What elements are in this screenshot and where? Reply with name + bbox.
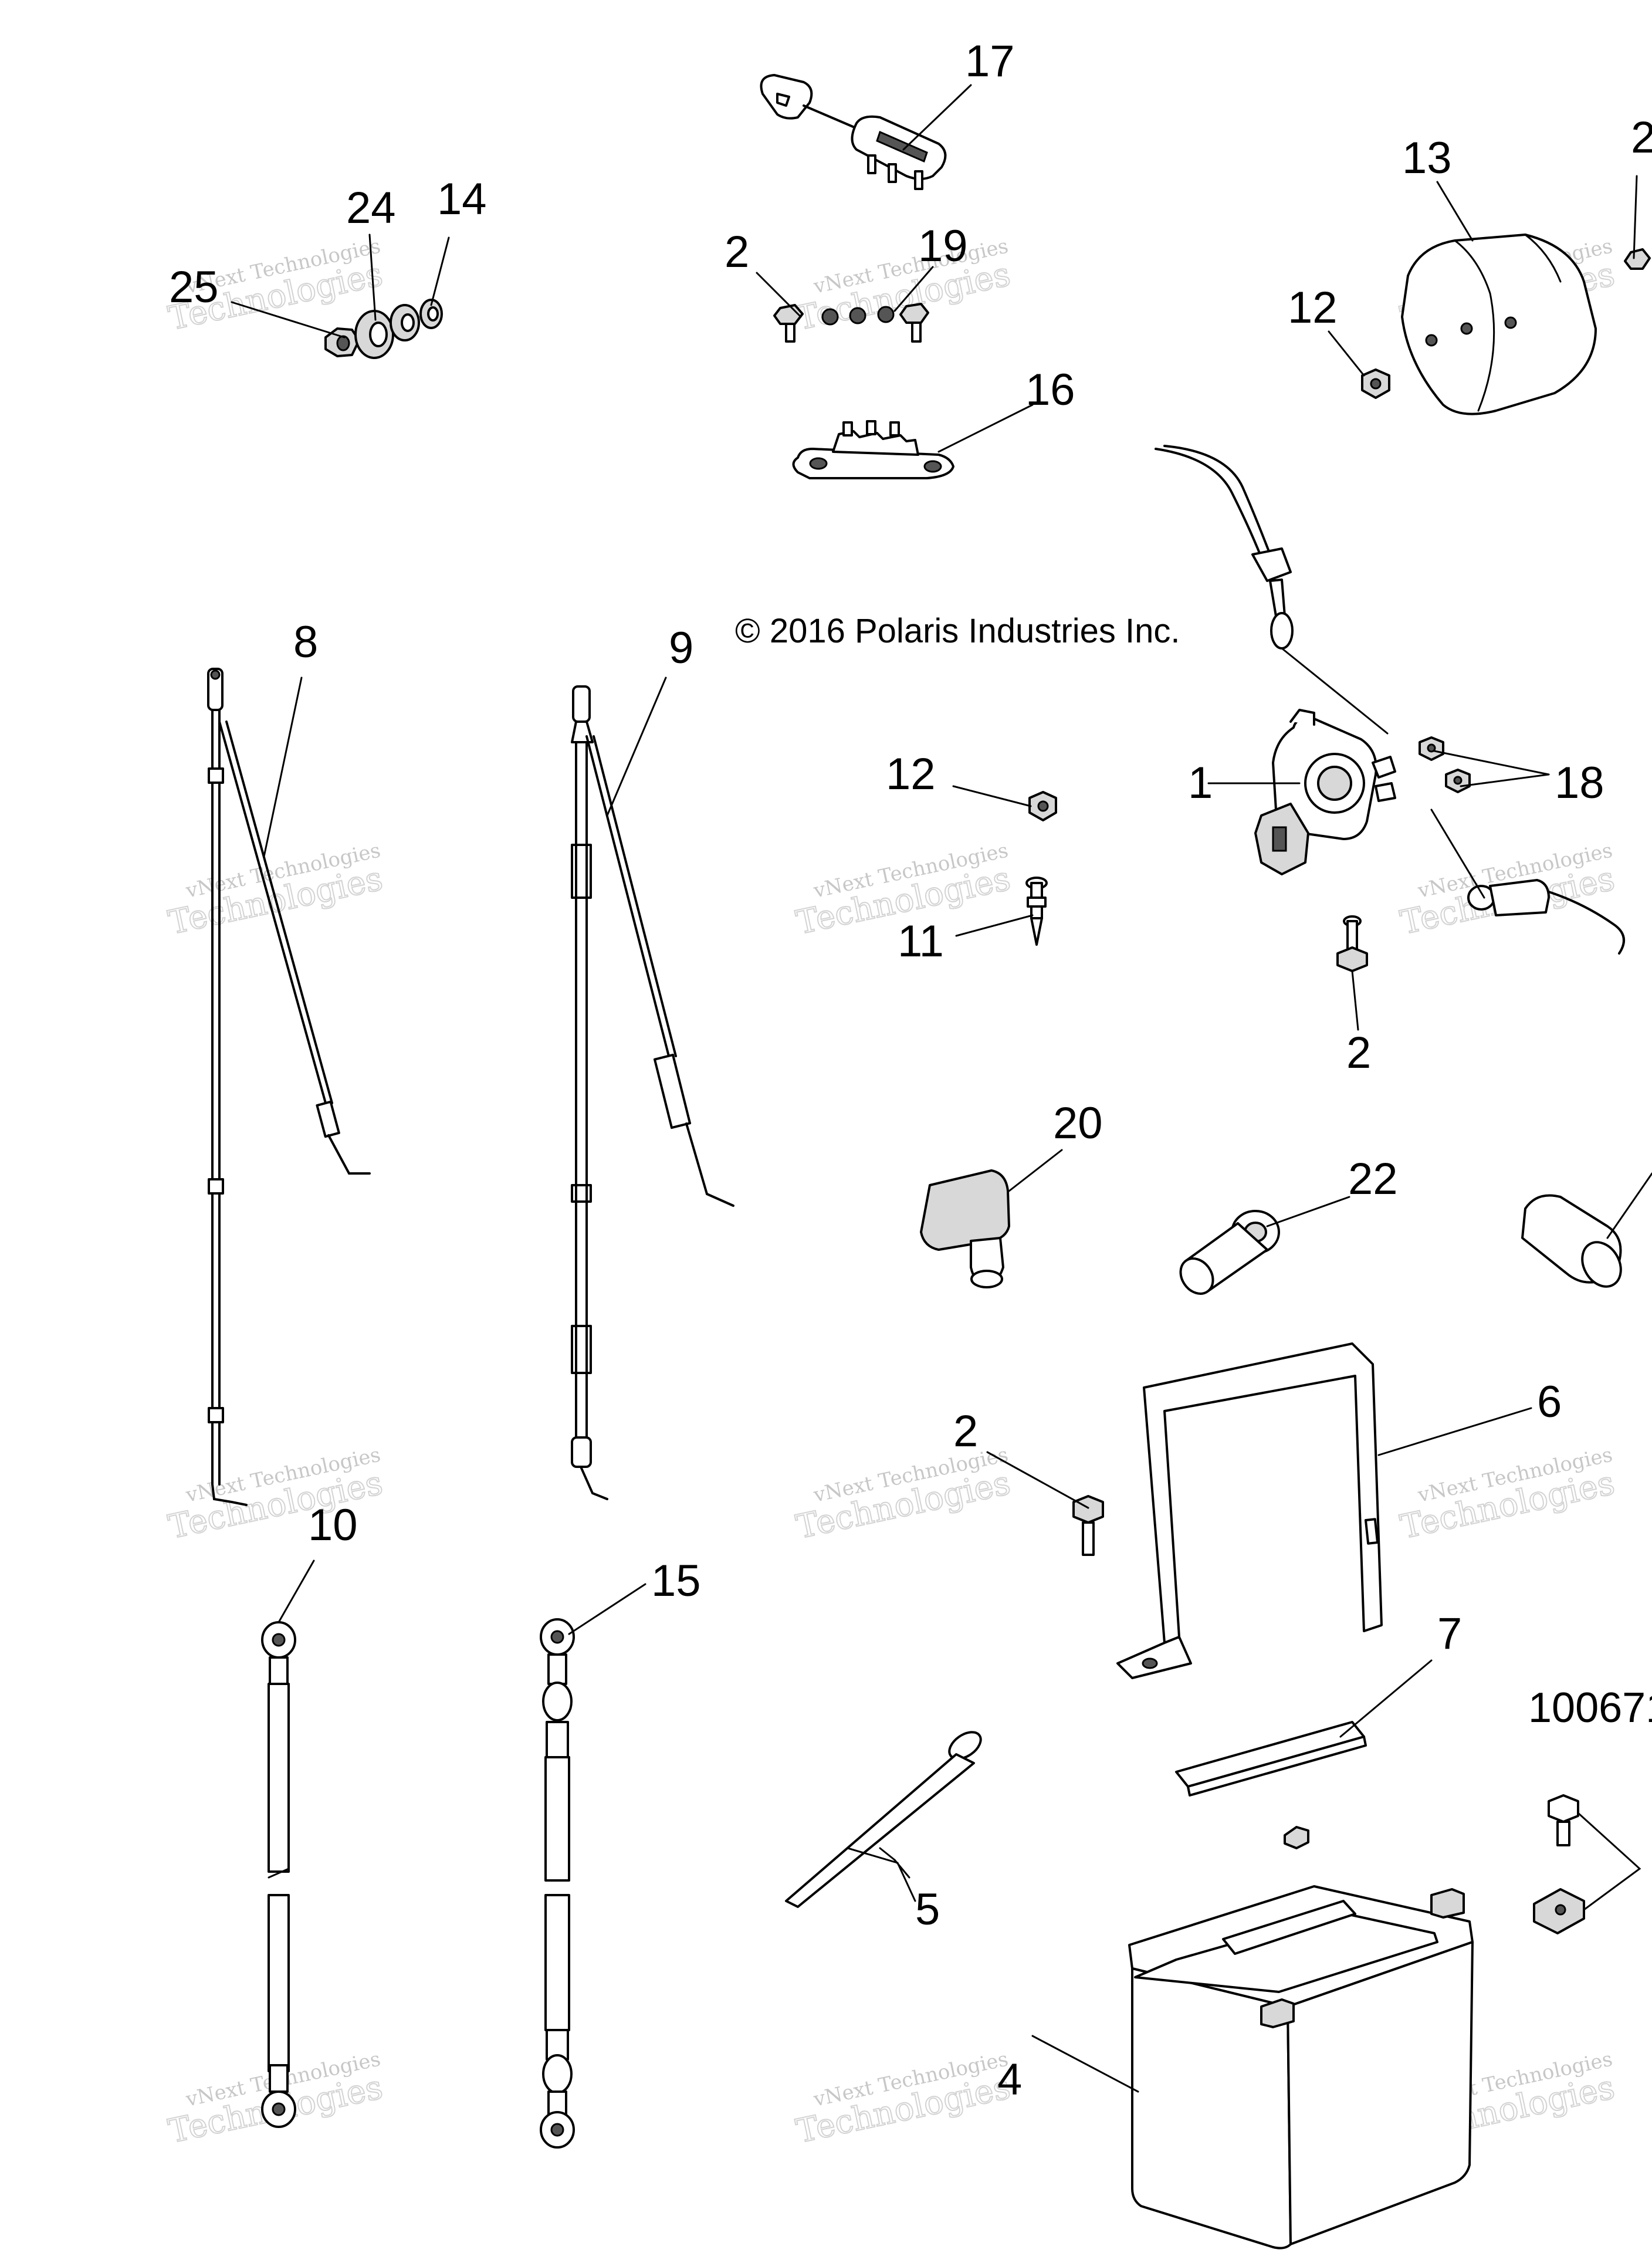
bolt-icon[interactable]	[1548, 1794, 1579, 1846]
callout-20: 20	[1053, 1098, 1103, 1148]
bolt-icon[interactable]	[899, 303, 929, 343]
cable-icon[interactable]	[571, 685, 734, 1500]
copyright-notice: © 2016 Polaris Industries Inc.	[735, 612, 1180, 650]
callout-13: 13	[1402, 133, 1452, 183]
battery-cable-icon[interactable]	[261, 1621, 296, 2128]
boot-icon[interactable]	[920, 1169, 1010, 1288]
figure-reference-number: 100671	[1528, 1684, 1652, 1731]
bolt-icon[interactable]	[1624, 248, 1651, 270]
callout-5: 5	[915, 1885, 940, 1934]
callout-8: 8	[293, 617, 318, 667]
callout-19: 19	[918, 221, 968, 271]
pad-icon[interactable]	[1175, 1721, 1367, 1797]
callout-4: 4	[997, 2055, 1022, 2105]
callout-10: 10	[308, 1500, 358, 1550]
nut-icon[interactable]	[1028, 791, 1057, 821]
terminal-block-icon[interactable]	[792, 420, 954, 479]
callout-11: 11	[898, 916, 944, 966]
callout-18: 18	[1555, 758, 1604, 808]
callout-1: 1	[1188, 758, 1213, 808]
boot-icon[interactable]	[1174, 1210, 1280, 1300]
washer-icon[interactable]	[390, 299, 443, 341]
starter-solenoid-icon[interactable]	[1155, 445, 1396, 875]
nut-icon[interactable]	[1361, 368, 1390, 399]
battery-icon[interactable]	[1128, 1826, 1474, 2249]
callout-2: 2	[953, 1406, 978, 1456]
nut-icon[interactable]	[1419, 736, 1471, 793]
callout-22: 22	[1348, 1154, 1398, 1204]
strap-icon[interactable]	[785, 1727, 986, 1908]
callout-2: 2	[1346, 1028, 1371, 1078]
battery-cable-icon[interactable]	[540, 1618, 575, 2149]
boot-icon[interactable]	[1521, 1194, 1629, 1294]
battery-hold-down-bracket-icon[interactable]	[1116, 1342, 1383, 1679]
cover-icon[interactable]	[1401, 234, 1597, 415]
callout-12: 12	[886, 749, 936, 799]
screw-icon[interactable]	[1025, 877, 1048, 946]
callout-15: 15	[651, 1556, 701, 1606]
nut-icon[interactable]	[1533, 1888, 1585, 1934]
callout-9: 9	[669, 623, 693, 673]
leader-lines	[231, 84, 1652, 2093]
bolt-icon[interactable]	[1336, 915, 1368, 972]
callout-2: 2	[1631, 113, 1652, 163]
callout-17: 17	[965, 36, 1015, 86]
callout-16: 16	[1025, 365, 1075, 415]
callout-6: 6	[1537, 1377, 1562, 1427]
washer-icon[interactable]	[354, 310, 394, 359]
cable-icon[interactable]	[207, 668, 371, 1506]
nut-icon[interactable]	[324, 327, 360, 357]
bolt-icon[interactable]	[1072, 1495, 1104, 1556]
callout-2: 2	[725, 227, 749, 277]
callout-12: 12	[1288, 283, 1338, 333]
terminal-cover-icon[interactable]	[760, 74, 947, 190]
callout-24: 24	[346, 183, 396, 233]
cable-icon[interactable]	[1467, 879, 1625, 955]
callout-7: 7	[1437, 1609, 1462, 1659]
callout-25: 25	[169, 262, 219, 312]
bolt-icon[interactable]	[773, 304, 804, 343]
callout-14: 14	[437, 174, 487, 224]
nut-icon[interactable]	[821, 306, 895, 326]
callout-labels: 17 2 19 16 25 24 14 13 12 1 18 12 11 2 8…	[169, 36, 1652, 2105]
